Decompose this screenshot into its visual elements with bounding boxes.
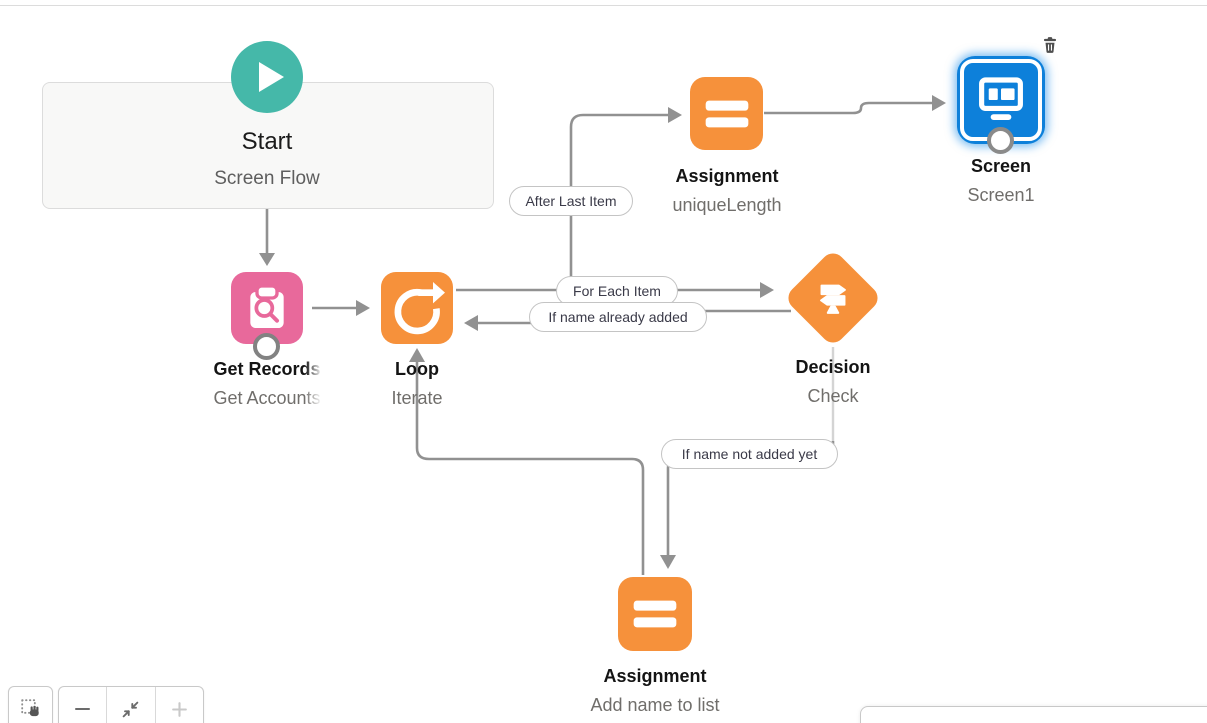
- signpost-icon: [820, 284, 846, 314]
- get-records-subtitle: Get Accounts: [213, 388, 321, 408]
- start-subtitle: Screen Flow: [214, 168, 320, 189]
- start-title: Start: [241, 128, 293, 155]
- screen-connector-handle[interactable]: [987, 127, 1014, 154]
- equals-icon: [633, 600, 677, 628]
- select-tool-button[interactable]: [8, 686, 53, 723]
- plus-icon: [171, 701, 187, 717]
- loop-title: Loop: [395, 359, 439, 379]
- zoom-control-group: [58, 686, 204, 723]
- play-icon: [259, 62, 284, 92]
- delete-node-button[interactable]: [1041, 36, 1059, 54]
- connector-label-for-each-item[interactable]: For Each Item: [556, 276, 678, 306]
- screen-icon: [979, 77, 1023, 121]
- screen-title: Screen: [970, 156, 1032, 176]
- zoom-out-button[interactable]: [59, 687, 106, 723]
- connector-assignment-to-screen[interactable]: [764, 101, 932, 115]
- assignment-unique-node[interactable]: [690, 77, 763, 150]
- connector-arrowheads: [259, 95, 946, 569]
- fit-view-button[interactable]: [106, 687, 154, 723]
- trash-icon: [1043, 37, 1057, 53]
- decision-node[interactable]: [783, 248, 883, 348]
- get-records-connector-handle[interactable]: [253, 333, 280, 360]
- zoom-in-button[interactable]: [154, 687, 203, 723]
- connector-label-if-name-already-added[interactable]: If name already added: [529, 302, 707, 332]
- start-node[interactable]: [231, 41, 303, 113]
- canvas-top-border: [0, 5, 1207, 6]
- connector-label-if-name-not-added-yet[interactable]: If name not added yet: [661, 439, 838, 469]
- equals-icon: [705, 100, 748, 127]
- decision-subtitle: Check: [807, 386, 859, 406]
- assignment-add-subtitle: Add name to list: [590, 695, 720, 715]
- assignment-unique-subtitle: uniqueLength: [672, 195, 782, 215]
- loop-subtitle: Iterate: [391, 388, 443, 408]
- decision-title: Decision: [795, 357, 871, 377]
- label-truncation-fade: [305, 356, 329, 412]
- connector-assignment-add-to-loop[interactable]: [415, 362, 645, 575]
- screen-subtitle: Screen1: [967, 185, 1035, 205]
- get-records-title: Get Records: [213, 359, 321, 379]
- assignment-add-node[interactable]: [618, 577, 692, 651]
- minus-icon: [75, 707, 91, 711]
- loop-arrow-icon: [394, 282, 445, 335]
- get-records-node[interactable]: [231, 272, 303, 344]
- connector-label-after-last-item[interactable]: After Last Item: [509, 186, 633, 216]
- loop-node[interactable]: [381, 272, 453, 344]
- assignment-add-title: Assignment: [603, 666, 707, 686]
- collapse-arrows-icon: [123, 701, 139, 717]
- clipboard-search-icon: [250, 284, 284, 328]
- assignment-unique-title: Assignment: [675, 166, 779, 186]
- marquee-select-hand-icon: [20, 699, 39, 717]
